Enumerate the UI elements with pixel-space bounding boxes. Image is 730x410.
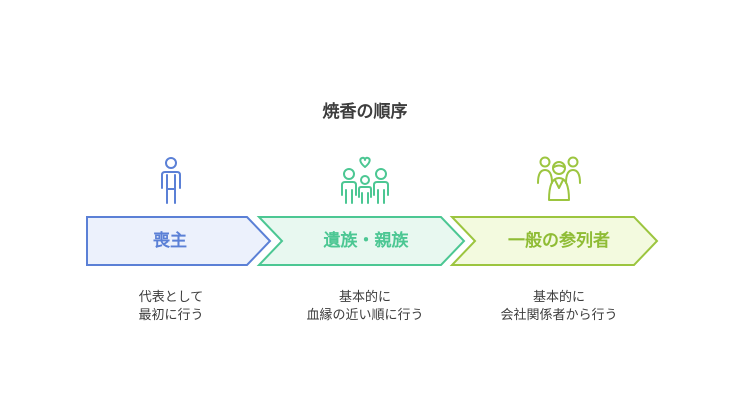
- step-1-description-line-2: 最初に行う: [138, 308, 204, 323]
- step-3-description: 基本的に 会社関係者から行う: [479, 289, 639, 325]
- person-icon: [161, 157, 181, 204]
- step-3-description-line-1: 基本的に: [532, 290, 585, 305]
- step-1-label: 喪主: [153, 231, 187, 251]
- step-3-description-line-2: 会社関係者から行う: [500, 308, 618, 323]
- step-2-description-line-1: 基本的に: [338, 290, 391, 305]
- step-arrow-3: [449, 216, 659, 266]
- step-1-description-line-1: 代表として: [138, 290, 204, 305]
- step-3-label: 一般の参列者: [508, 231, 610, 251]
- group-icon: [537, 156, 581, 201]
- family-heart-icon: [341, 156, 389, 204]
- step-1-description: 代表として 最初に行う: [101, 289, 241, 325]
- step-arrow-1: [86, 216, 272, 266]
- step-2-description: 基本的に 血縁の近い順に行う: [285, 289, 445, 325]
- step-2-description-line-2: 血縁の近い順に行う: [306, 308, 424, 323]
- step-2-label: 遺族・親族: [323, 231, 409, 251]
- diagram-title: 焼香の順序: [322, 102, 408, 122]
- step-arrow-2: [256, 216, 466, 266]
